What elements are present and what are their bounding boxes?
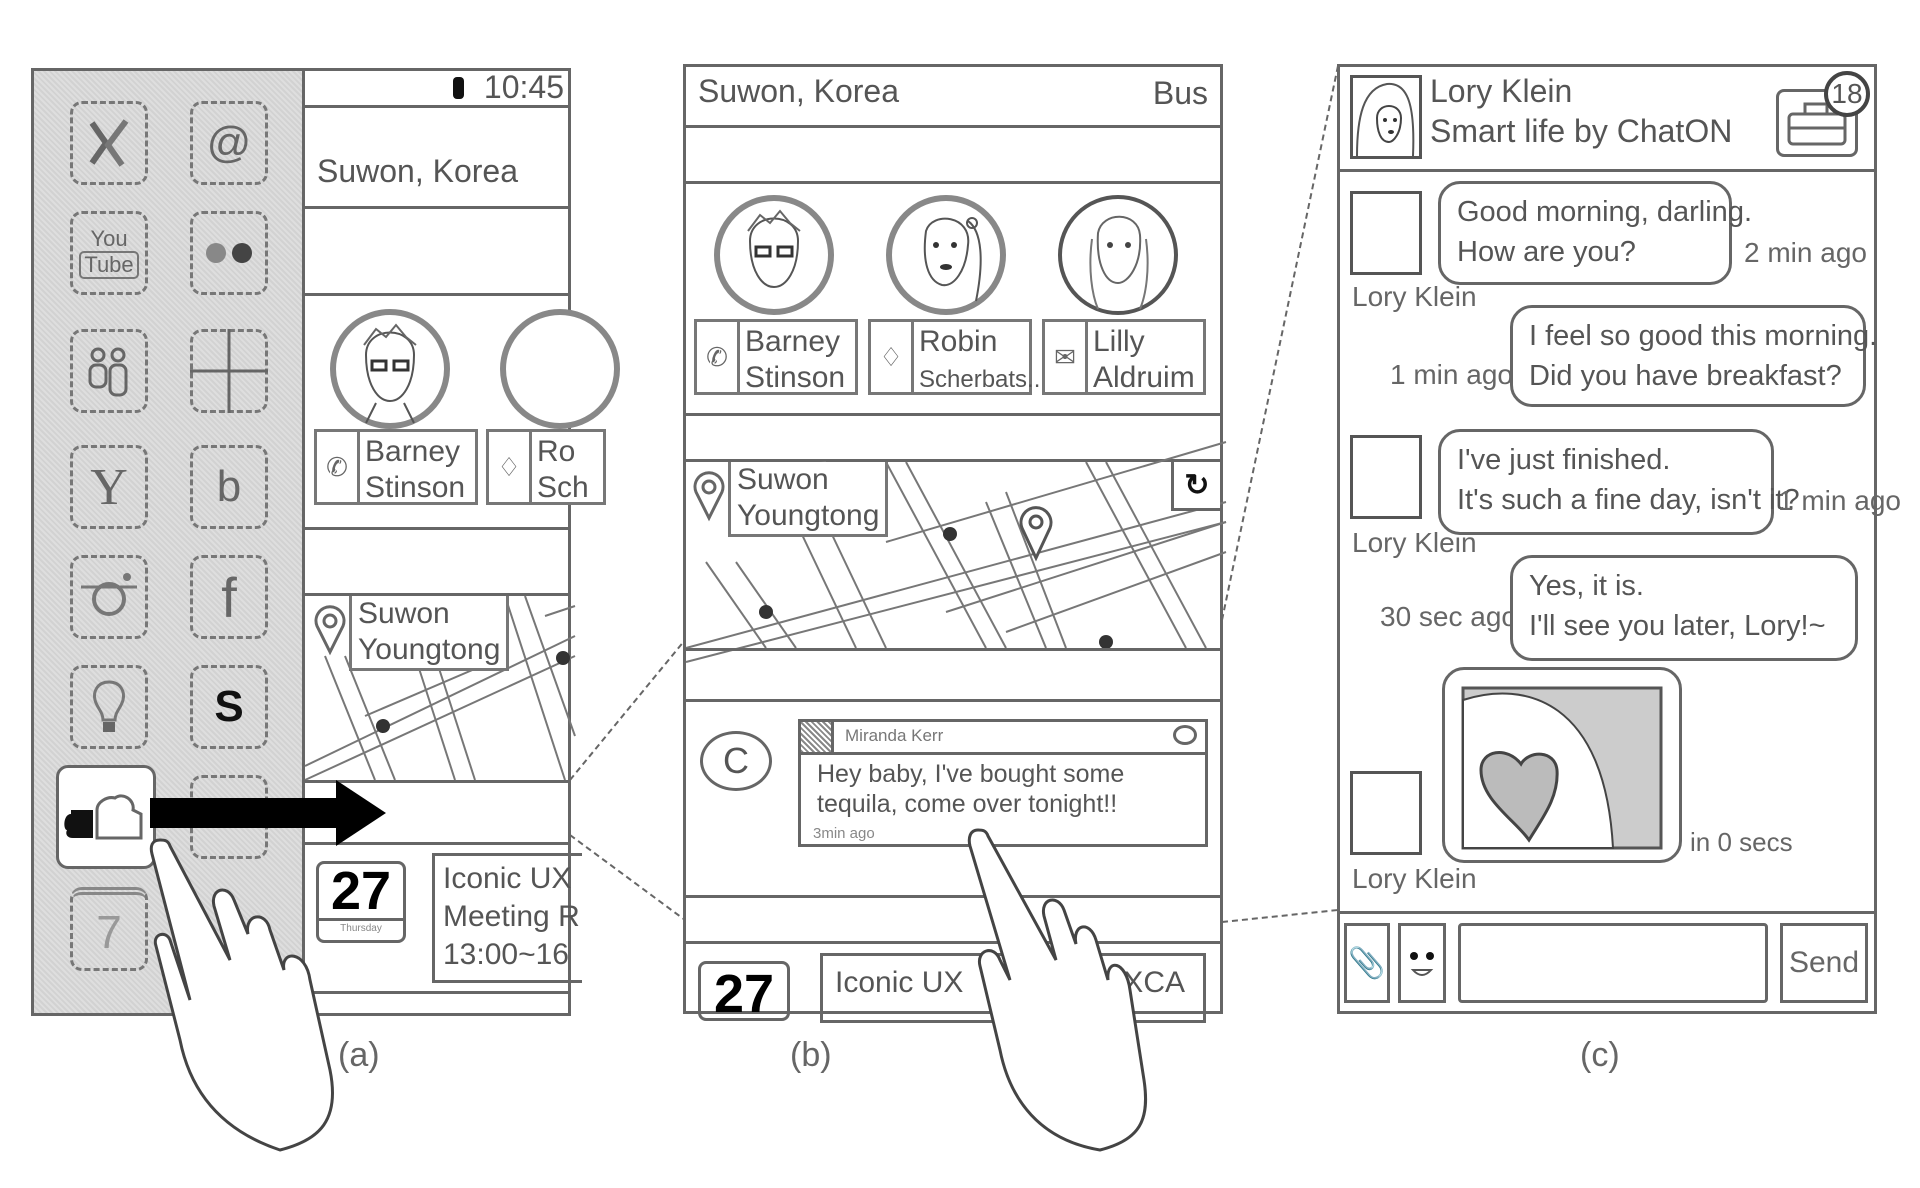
zoom-connector-lines-ab: [569, 639, 686, 921]
sender-name: Lory Klein: [1352, 281, 1477, 312]
facebook-app-icon[interactable]: f: [190, 555, 268, 639]
map-pin-icon: [692, 470, 726, 525]
map-streets: [685, 441, 1227, 663]
tap-hand-gesture-icon: [967, 828, 1148, 1152]
skype-app-icon[interactable]: S: [190, 665, 268, 749]
xing-app-icon[interactable]: [70, 101, 148, 185]
windows-app-icon[interactable]: [190, 329, 268, 413]
sender-avatar: [1350, 191, 1422, 275]
contact-avatar-lilly[interactable]: [1058, 195, 1178, 315]
map-refresh-button[interactable]: ↻: [1171, 462, 1220, 511]
phone-icon: ✆: [697, 322, 740, 392]
figure-label-c: (c): [1580, 1036, 1620, 1074]
emoticon-button[interactable]: [1398, 923, 1446, 1003]
hand-gesture-icon: [149, 838, 335, 1152]
figure-label-b: (b): [790, 1036, 832, 1074]
incoming-message-bubble[interactable]: I've just finished.It's such a fine day,…: [1438, 429, 1800, 535]
figure-label-a: (a): [338, 1036, 380, 1074]
outgoing-message-bubble[interactable]: Yes, it is.I'll see you later, Lory!~: [1510, 555, 1858, 661]
sender-avatar: [1350, 771, 1422, 855]
contact-avatar-robin[interactable]: [500, 309, 620, 429]
send-button[interactable]: Send: [1780, 923, 1868, 1003]
reply-icon[interactable]: [1173, 725, 1197, 745]
calendar-date-badge[interactable]: 27: [698, 961, 790, 1024]
chat-contact-status: Smart life by ChatON: [1430, 113, 1733, 149]
sender-name: Miranda Kerr: [845, 726, 944, 745]
battery-icon: [453, 77, 464, 99]
message-time: 30 sec ago: [1380, 601, 1517, 632]
status-bar: 10:45: [305, 69, 568, 105]
message-time: 1 min ago: [1778, 485, 1901, 516]
location-title: Suwon, Korea: [317, 153, 519, 189]
instagram-app-icon[interactable]: [70, 555, 148, 639]
heart-sticker: [1461, 686, 1663, 850]
envelope-icon: ✉: [1045, 322, 1088, 392]
email-app-icon[interactable]: @: [190, 101, 268, 185]
chat-contact-name: Lory Klein: [1430, 73, 1573, 109]
zoom-connector-lines-bc: [1221, 65, 1339, 923]
message-time: 2 min ago: [1744, 237, 1867, 268]
calendar-weekday: Thursday: [319, 918, 403, 937]
outgoing-message-bubble[interactable]: I feel so good this morning.Did you have…: [1510, 305, 1877, 407]
contact-avatar-barney[interactable]: [714, 195, 834, 315]
sender-avatar: [801, 722, 834, 752]
soundcloud-app-icon-selected[interactable]: [56, 765, 156, 869]
smiley-icon: [1410, 952, 1434, 976]
swipe-arrow: [150, 780, 386, 846]
incoming-message-bubble[interactable]: Good morning, darling.How are you?: [1438, 181, 1752, 285]
transport-mode[interactable]: Bus: [1152, 75, 1208, 111]
panel-c-chat-screen: Lory Klein Smart life by ChatON 18 Lory …: [1337, 64, 1901, 1014]
beats-app-icon[interactable]: b: [190, 445, 268, 529]
calendar-day: 27: [330, 861, 392, 921]
unread-count-badge: 18: [1824, 71, 1870, 117]
inbox-button[interactable]: [1776, 89, 1858, 157]
phone-icon: ✆: [317, 432, 360, 502]
yahoo-app-icon[interactable]: Y: [70, 445, 148, 529]
briefcase-icon: [1787, 102, 1847, 146]
chat-bubble-icon: ♢: [871, 322, 914, 392]
calendar-app-icon[interactable]: 7: [70, 887, 148, 971]
flickr-app-icon[interactable]: [190, 211, 268, 295]
message-time: 3min ago: [813, 825, 875, 842]
groups-app-icon[interactable]: [70, 329, 148, 413]
chaton-app-icon[interactable]: C: [700, 731, 772, 791]
contact-avatar-barney[interactable]: [330, 309, 450, 429]
map-pin-icon: [313, 604, 347, 659]
calendar-day: 27: [713, 964, 775, 1024]
attach-button[interactable]: 📎: [1344, 923, 1390, 1003]
sender-avatar: [1350, 435, 1422, 519]
sender-name: Lory Klein: [1352, 863, 1477, 894]
message-header: Miranda Kerr: [801, 722, 1205, 755]
message-time: 1 min ago: [1390, 359, 1513, 390]
sticker-message-bubble[interactable]: [1442, 667, 1682, 863]
location-title: Suwon, Korea: [698, 73, 900, 109]
status-time: 10:45: [483, 69, 564, 105]
message-time: in 0 secs: [1690, 827, 1793, 857]
lightbulb-app-icon[interactable]: [70, 665, 148, 749]
message-input[interactable]: [1458, 923, 1768, 1003]
chat-bubble-icon: ♢: [489, 432, 532, 502]
map-streets: [304, 595, 576, 781]
contact-avatar-robin[interactable]: [886, 195, 1006, 315]
contact-avatar-lory[interactable]: [1350, 75, 1422, 159]
calendar-date-badge[interactable]: 27 Thursday: [316, 861, 406, 943]
